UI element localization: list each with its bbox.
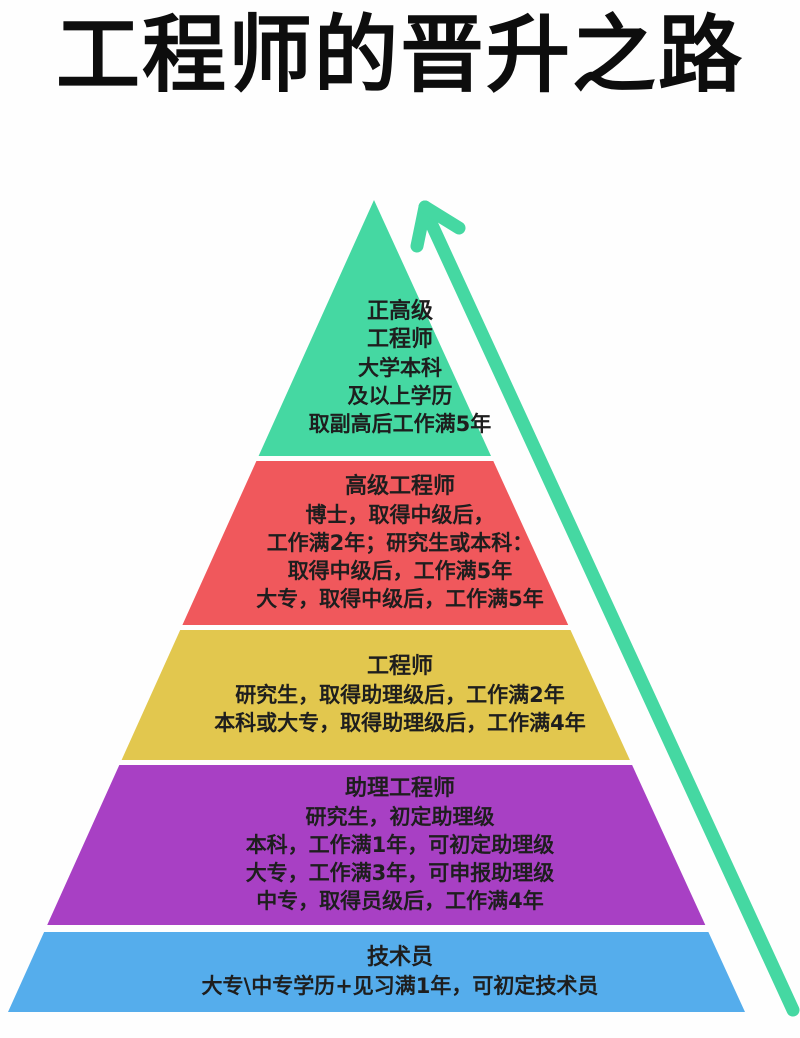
pyramid-level-shape-senior-engineer bbox=[182, 461, 569, 625]
arrow-shaft bbox=[419, 205, 800, 1017]
pyramid-level-shape-engineer bbox=[121, 630, 630, 760]
arrow-head bbox=[418, 200, 466, 235]
pyramid-level-shape-technician bbox=[8, 932, 745, 1012]
pyramid-level-shape-senior-professor-engineer bbox=[258, 200, 491, 456]
pyramid-level-shape-assistant-engineer bbox=[47, 765, 706, 925]
page-title: 工程师的晋升之路 bbox=[55, 6, 744, 104]
ascending-arrow bbox=[410, 200, 800, 1017]
